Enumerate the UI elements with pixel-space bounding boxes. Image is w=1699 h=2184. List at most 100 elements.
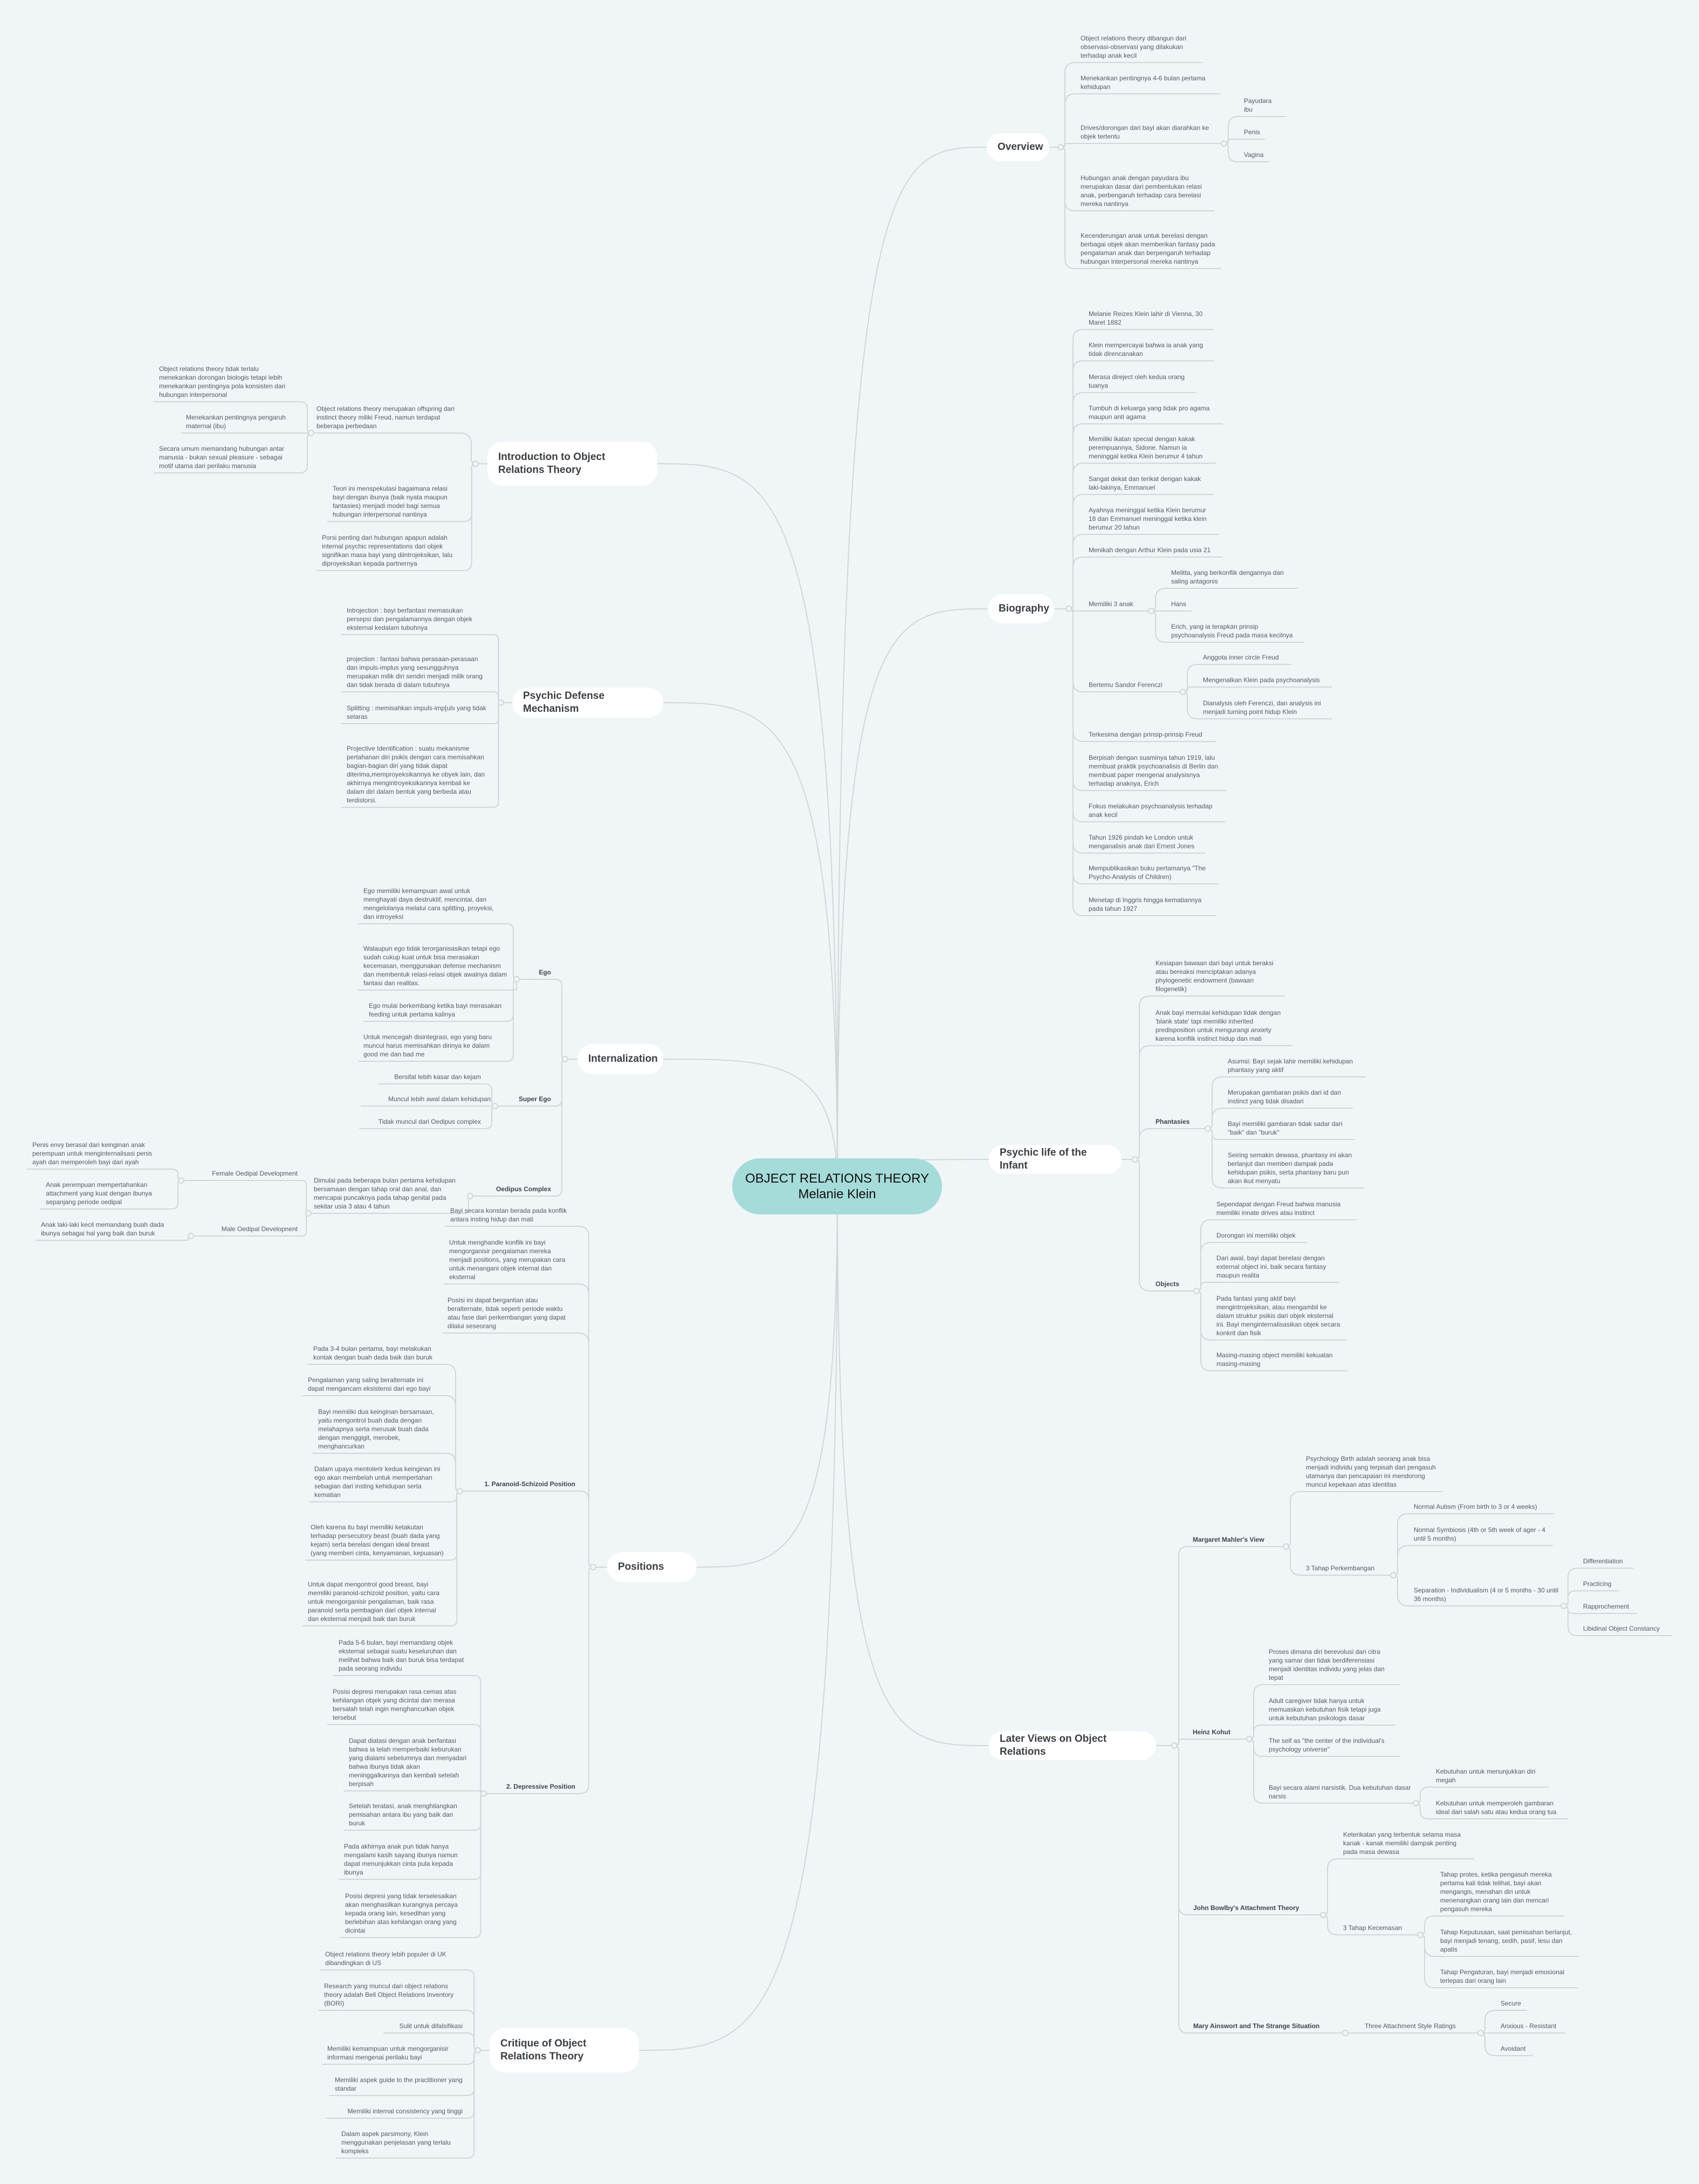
subtopic-node[interactable]: Bertemu Sandor Ferenczi <box>1089 681 1163 689</box>
collapse-toggle-icon[interactable] <box>1180 689 1186 695</box>
collapse-toggle-icon[interactable] <box>1171 1742 1178 1749</box>
leaf-node[interactable]: Anak bayi memulai kehidupan tidak dengan… <box>1155 1009 1281 1042</box>
leaf-node[interactable]: Dari awal, bayi dapat berelasi dengan ex… <box>1216 1254 1326 1279</box>
collapse-toggle-icon[interactable] <box>1221 140 1227 147</box>
collapse-toggle-icon[interactable] <box>1390 1572 1397 1578</box>
leaf-node[interactable]: Splitting : memisahkan impuls-imp[uls ya… <box>347 704 486 720</box>
subtopic-node[interactable]: Margaret Mahler's View <box>1193 1536 1264 1543</box>
leaf-node[interactable]: Muncul lebih awal dalam kehidupan <box>388 1095 491 1103</box>
leaf-node[interactable]: Oleh karena itu bayi memiliki ketakutan … <box>311 1523 444 1557</box>
leaf-node[interactable]: Proses dimana diri berevolusi dari citra… <box>1269 1648 1385 1681</box>
leaf-node[interactable]: Object relations theory lebih populer di… <box>325 1951 446 1967</box>
collapse-toggle-icon[interactable] <box>590 1564 596 1570</box>
leaf-node[interactable]: Terkesima dengan prinsip-prinsip Freud <box>1089 731 1202 738</box>
central-topic[interactable]: OBJECT RELATIONS THEORY Melanie Klein <box>732 1158 942 1214</box>
leaf-node[interactable]: Dalam aspek parsimony, Klein menggunakan… <box>341 2130 451 2155</box>
leaf-node[interactable]: Dalam upaya mentolerir kedua keinginan i… <box>314 1465 441 1499</box>
leaf-node[interactable]: Payudara ibu <box>1244 97 1272 113</box>
leaf-node[interactable]: Mengenalkan Klein pada psychoanalysis <box>1203 676 1320 684</box>
leaf-node[interactable]: Kebutuhan untuk memperoleh gambaran idea… <box>1436 1800 1557 1816</box>
collapse-toggle-icon[interactable] <box>1477 2030 1484 2036</box>
leaf-node[interactable]: Secure <box>1501 2000 1522 2007</box>
leaf-node[interactable]: Kecenderungan anak untuk berelasi dengan… <box>1081 232 1215 265</box>
collapse-toggle-icon[interactable] <box>513 976 520 983</box>
leaf-node[interactable]: Tidak muncul dari Oedipus complex <box>378 1118 481 1125</box>
subtopic-node[interactable]: Phantasies <box>1155 1118 1190 1125</box>
leaf-node[interactable]: Research yang muncul dari object relatio… <box>324 1982 454 2007</box>
collapse-toggle-icon[interactable] <box>1246 1736 1253 1742</box>
leaf-node[interactable]: Melanie Reizes Klein lahir di Vienna, 30… <box>1089 310 1203 326</box>
leaf-node[interactable]: Merasa direject oleh kedua orang tuanya <box>1089 373 1185 389</box>
leaf-node[interactable]: The self as "the center of the individua… <box>1269 1737 1385 1753</box>
leaf-node[interactable]: Pengalaman yang saling beralternate ini … <box>308 1376 431 1392</box>
leaf-node[interactable]: Object relations theory dibangun dari ob… <box>1081 35 1187 59</box>
leaf-node[interactable]: Merupakan gambaran psikis dari id dan in… <box>1228 1089 1342 1105</box>
leaf-node[interactable]: Teori ini menspekulasi bagaimana relasi … <box>333 485 448 518</box>
subtopic-node[interactable]: Dimulai pada beberapa bulan pertama kehi… <box>314 1177 456 1210</box>
subtopic-node[interactable]: 3 Tahap Perkembangan <box>1306 1564 1375 1572</box>
leaf-node[interactable]: Avoidant <box>1501 2045 1526 2052</box>
leaf-node[interactable]: Ego memiliki kemampuan awal untuk mengha… <box>363 887 494 921</box>
leaf-node[interactable]: Hans <box>1171 600 1187 608</box>
subtopic-node[interactable]: Bayi secara alami narsistik. Dua kebutuh… <box>1269 1784 1411 1800</box>
leaf-node[interactable]: Bayi memiliki gambaran tidak sadar dari … <box>1228 1120 1343 1136</box>
leaf-node[interactable]: Untuk mencegah disintegrasi, ego yang ba… <box>363 1033 492 1058</box>
leaf-node[interactable]: Kebutuhan untuk menunjukkan diri megah <box>1436 1768 1536 1784</box>
subtopic-node[interactable]: Three Attachment Style Ratings <box>1365 2022 1456 2030</box>
leaf-node[interactable]: Erich, yang ia terapkan prinsip psychoan… <box>1171 623 1293 639</box>
leaf-node[interactable]: Pada 5-6 bulan, bayi memandang objek eks… <box>339 1639 464 1672</box>
leaf-node[interactable]: projection : fantasi bahwa perasaan-pera… <box>347 655 483 689</box>
collapse-toggle-icon[interactable] <box>562 1056 568 1062</box>
leaf-node[interactable]: Anggota inner circle Freud <box>1203 654 1279 661</box>
leaf-node[interactable]: Bersifat lebih kasar dan kejam <box>394 1073 481 1081</box>
subtopic-node[interactable]: Oedipus Complex <box>496 1185 551 1193</box>
leaf-node[interactable]: Asumsi: Bayi sejak lahir memiliki kehidu… <box>1228 1057 1353 1074</box>
subtopic-node[interactable]: Male Oedipal Developnent <box>221 1225 298 1233</box>
leaf-node[interactable]: Differentiation <box>1583 1557 1623 1565</box>
subtopic-node[interactable]: Separation - Individualism (4 or 5 month… <box>1414 1587 1559 1603</box>
collapse-toggle-icon[interactable] <box>480 1790 487 1797</box>
collapse-toggle-icon[interactable] <box>1342 2030 1349 2036</box>
leaf-node[interactable]: Libidinal Object Constancy <box>1583 1625 1660 1632</box>
leaf-node[interactable]: Bayi secara konstan berada pada konflik … <box>450 1207 567 1223</box>
collapse-toggle-icon[interactable] <box>1560 1603 1567 1609</box>
collapse-toggle-icon[interactable] <box>308 430 314 436</box>
leaf-node[interactable]: Memiliki aspek guide to the practitioner… <box>335 2076 463 2092</box>
leaf-node[interactable]: Menekankan pentingnya pengaruh maternal … <box>186 414 286 430</box>
subtopic-node[interactable]: 1. Paranoid-Schizoid Position <box>484 1480 575 1488</box>
leaf-node[interactable]: Bayi memiliki dua keinginan bersamaan, y… <box>318 1408 434 1450</box>
leaf-node[interactable]: Berpisah dengan suaminya tahun 1919, lal… <box>1089 754 1219 787</box>
collapse-toggle-icon[interactable] <box>1132 1156 1138 1163</box>
subtopic-node[interactable]: 3 Tahap Kecemasan <box>1343 1924 1402 1932</box>
main-topic-later-views-on-object-relations[interactable]: Later Views on Object Relations <box>989 1731 1156 1760</box>
collapse-toggle-icon[interactable] <box>1057 144 1064 150</box>
leaf-node[interactable]: Masing-masing object memiliki kekuatan m… <box>1216 1351 1333 1368</box>
main-topic-internalization[interactable]: Internalization <box>577 1044 663 1074</box>
collapse-toggle-icon[interactable] <box>1065 606 1072 612</box>
subtopic-node[interactable]: Heinz Kohut <box>1193 1728 1230 1736</box>
subtopic-node[interactable]: Female Oedipal Development <box>212 1170 298 1177</box>
subtopic-node[interactable]: 2. Depressive Position <box>506 1783 575 1790</box>
leaf-node[interactable]: Posisi depresi yang tidak terselesaikan … <box>345 1892 458 1934</box>
main-topic-biography[interactable]: Biography <box>988 594 1054 623</box>
leaf-node[interactable]: Pada fantasi yang aktif bayi mengintroje… <box>1216 1295 1340 1337</box>
main-topic-introduction-to-object-relations-theory[interactable]: Introduction to Object Relations Theory <box>487 442 657 486</box>
leaf-node[interactable]: Pada 3-4 bulan pertama, bayi melakukan k… <box>313 1345 432 1361</box>
leaf-node[interactable]: Object relations theory tidak terlalu me… <box>159 365 286 399</box>
leaf-node[interactable]: Melitta, yang berkonflik dengannya dan s… <box>1171 569 1284 585</box>
leaf-node[interactable]: Posisi depresi merupakan rasa cemas atas… <box>333 1688 457 1721</box>
leaf-node[interactable]: Keterikatan yang terbentuk selama masa k… <box>1343 1831 1461 1856</box>
leaf-node[interactable]: Vagina <box>1244 151 1264 159</box>
leaf-node[interactable]: Posisi ini dapat bergantian atau beralte… <box>448 1296 566 1330</box>
subtopic-node[interactable]: Ego <box>539 969 551 976</box>
leaf-node[interactable]: Dapat diatasi dengan anak berfantasi bah… <box>349 1737 467 1788</box>
leaf-node[interactable]: Tahun 1926 pindah ke London untuk mengan… <box>1089 834 1195 850</box>
leaf-node[interactable]: Adult caregiver tidak hanya untuk memuas… <box>1269 1697 1381 1722</box>
collapse-toggle-icon[interactable] <box>305 1210 312 1217</box>
collapse-toggle-icon[interactable] <box>1148 608 1154 614</box>
collapse-toggle-icon[interactable] <box>1283 1543 1289 1550</box>
leaf-node[interactable]: Menikah dengan Arthur Klein pada usia 21 <box>1089 546 1211 554</box>
leaf-node[interactable]: Dianalysis oleh Ferenczi, dan analysis i… <box>1203 699 1321 716</box>
collapse-toggle-icon[interactable] <box>1417 1932 1423 1938</box>
leaf-node[interactable]: Sulit untuk difalsifikasi <box>399 2022 463 2030</box>
